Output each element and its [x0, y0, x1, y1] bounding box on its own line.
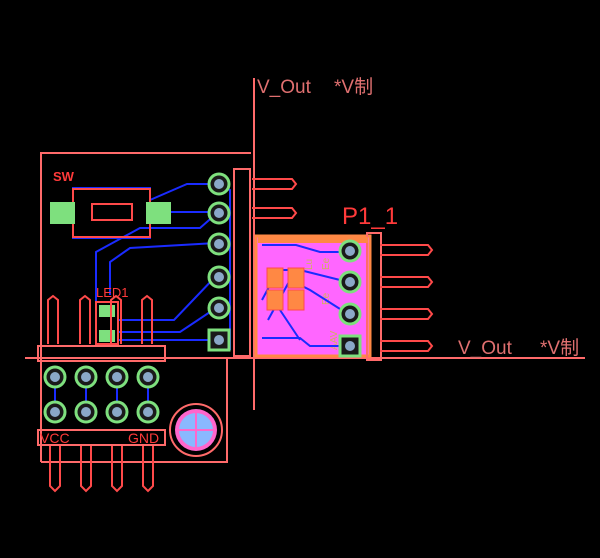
connector-pin-label-b: Ee: [321, 257, 332, 270]
switch-label: SW: [53, 169, 75, 184]
header-pins-bottom: [49, 446, 154, 493]
mounting-hole-ring: [169, 403, 223, 457]
connector-frame: [254, 234, 372, 358]
pad-drill: [214, 335, 224, 345]
pad-drill: [214, 272, 224, 282]
power-header-strip: [37, 429, 166, 446]
pad-drill: [50, 407, 60, 417]
pad-drill: [81, 372, 91, 382]
pad-drill: [50, 372, 60, 382]
smd-pad: [266, 267, 284, 289]
vout-top-note: *V制: [334, 76, 373, 98]
through-hole-pads: [43, 172, 362, 424]
header-pins-vertical: [47, 294, 153, 344]
pad-drill: [112, 372, 122, 382]
pad-drill: [143, 372, 153, 382]
connector-pin-label-d: AAV: [329, 330, 340, 350]
pad-drill: [345, 277, 355, 287]
vout-right-note: *V制: [540, 337, 579, 359]
header-pins-top: [252, 178, 298, 219]
gnd-label: GND: [128, 430, 159, 446]
connector-pin-label-a: Lu: [304, 259, 315, 270]
smd-pad: [266, 289, 284, 311]
pad-drill: [214, 239, 224, 249]
vout-top-label: V_Out: [257, 77, 312, 98]
pad-drill: [345, 309, 355, 319]
led-pad-top: [99, 305, 115, 317]
connector-pins-right: [380, 244, 434, 352]
vcc-label: VCC: [40, 430, 70, 446]
pad-drill: [345, 246, 355, 256]
connector-header-strip: [366, 232, 382, 361]
smd-pad: [287, 289, 305, 311]
pad-drill: [112, 407, 122, 417]
board-outline: [40, 152, 251, 462]
connector-orange-top: [258, 237, 368, 243]
board-outline-lower: [41, 358, 228, 463]
pad-drill: [143, 407, 153, 417]
pad-drill: [81, 407, 91, 417]
switch-pad-left: [50, 202, 75, 224]
pad-drill: [214, 179, 224, 189]
pad-drill: [214, 208, 224, 218]
connector-pin-label-c: Eе: [321, 292, 332, 305]
header-strip-vertical: [233, 168, 251, 357]
led-body: [95, 301, 119, 345]
header-strip-horizontal: [37, 345, 166, 362]
pad-drill: [214, 303, 224, 313]
pad-drill: [345, 341, 355, 351]
smd-pad: [287, 267, 305, 289]
vout-right-label: V_Out: [458, 338, 513, 359]
connector-label: P1_1: [342, 203, 398, 230]
led-label: LED1: [96, 285, 129, 300]
led-pad-bottom: [99, 330, 115, 342]
switch-pad-right: [146, 202, 171, 224]
switch-actuator: [91, 203, 133, 221]
